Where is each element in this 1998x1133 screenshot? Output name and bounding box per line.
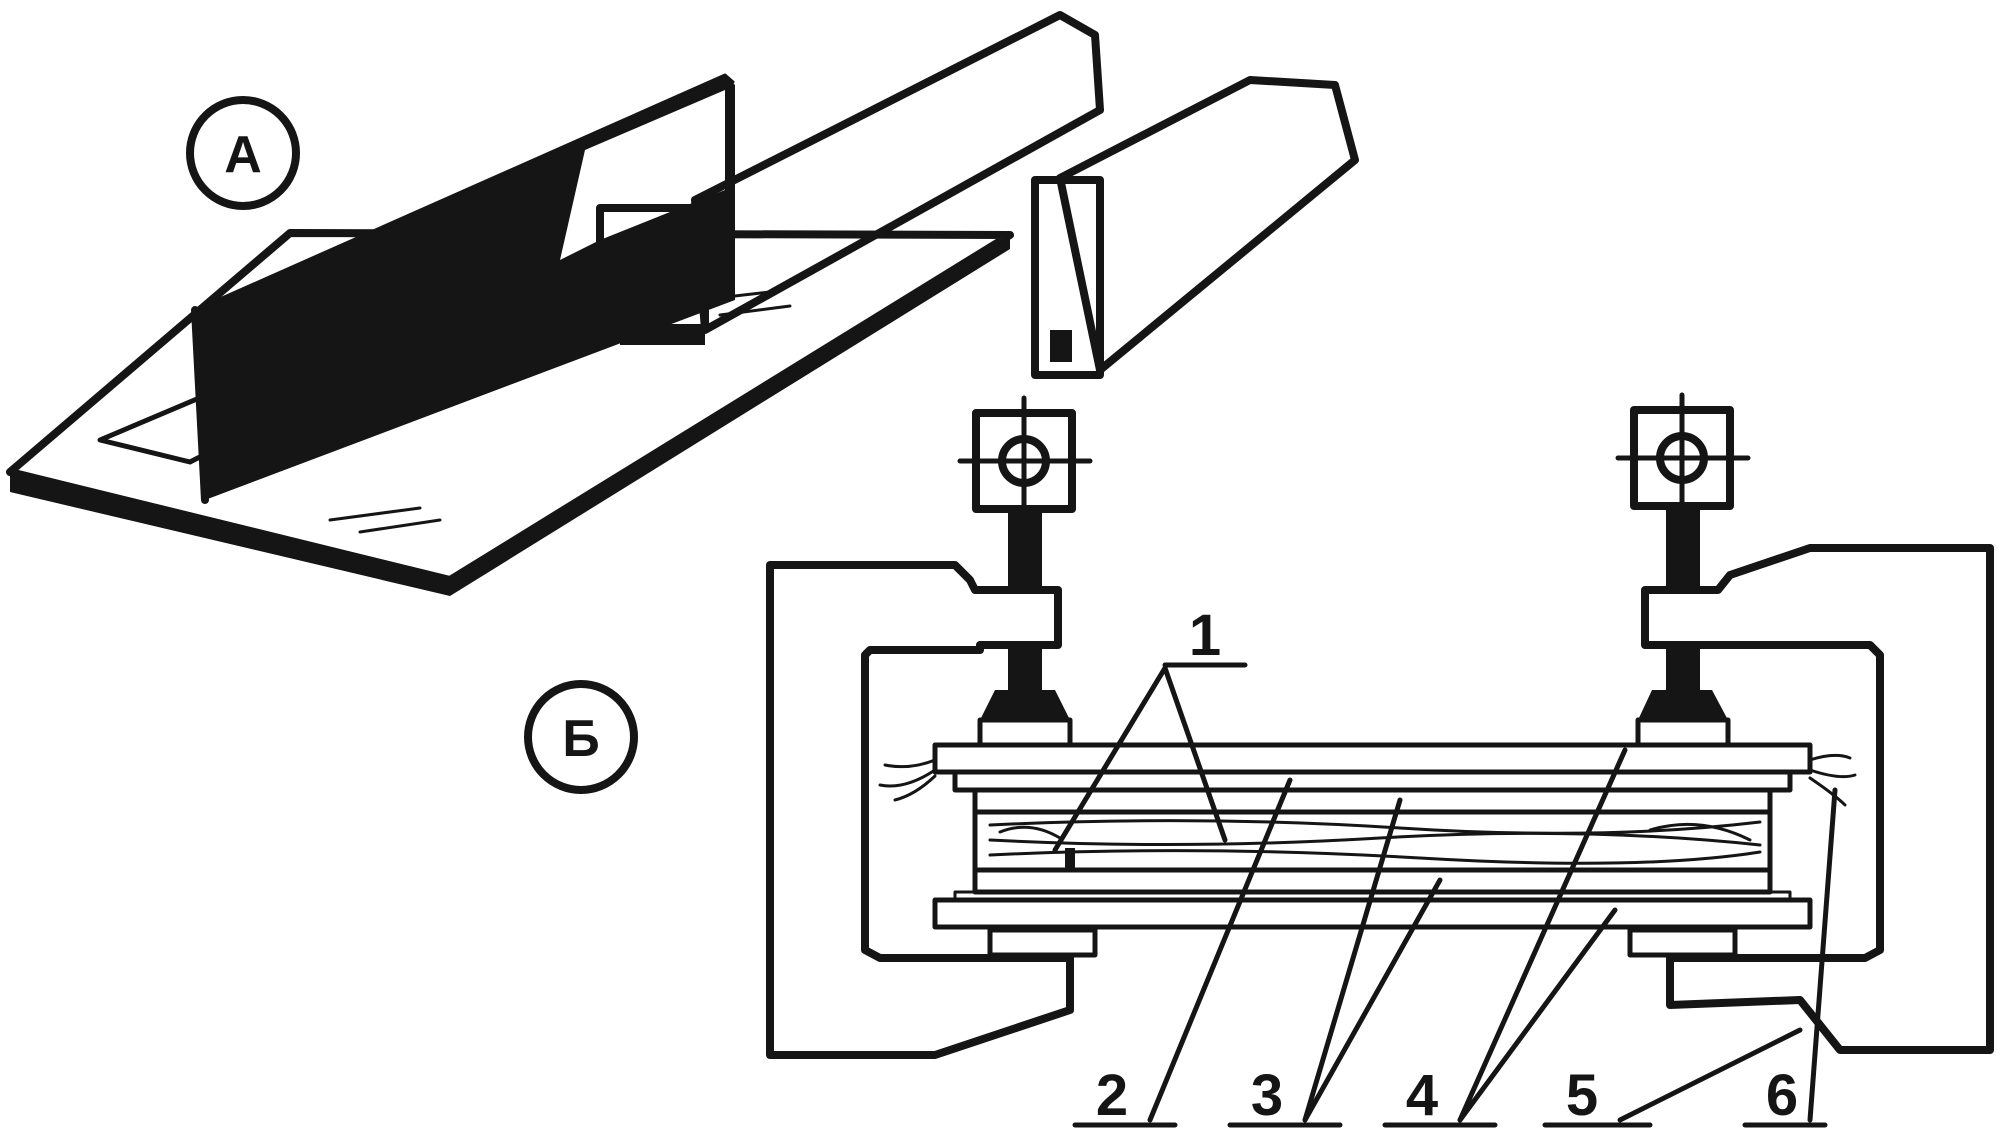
top-spacer (952, 769, 1793, 793)
callout-3: 3 (1251, 1063, 1283, 1128)
clamp-right (1615, 392, 1994, 1054)
figure-label-a-text: А (224, 126, 262, 184)
callout-2: 2 (1096, 1063, 1128, 1128)
base-plate (6, 229, 1014, 596)
upper-strip (972, 787, 1773, 815)
callout-numbers: 1 2 3 4 5 6 (1096, 603, 1798, 1128)
figure-b: Б (524, 392, 1994, 1128)
callout-4: 4 (1406, 1063, 1438, 1128)
leader-lines (1052, 662, 1838, 1128)
top-caul (932, 742, 1813, 775)
figure-label-b-text: Б (562, 710, 599, 768)
figure-label-a: А (186, 96, 300, 210)
callout-5: 5 (1566, 1063, 1598, 1128)
figure-label-b: Б (524, 680, 638, 794)
grooved-bar-right (1031, 76, 1359, 379)
callout-1: 1 (1189, 603, 1221, 668)
clamp-left (766, 395, 1098, 1059)
callout-6: 6 (1766, 1063, 1798, 1128)
bottom-caul (932, 897, 1813, 930)
grooved-bar-middle (596, 11, 1104, 345)
figure-a: А (6, 11, 1359, 596)
laminate-stack (878, 742, 1857, 930)
